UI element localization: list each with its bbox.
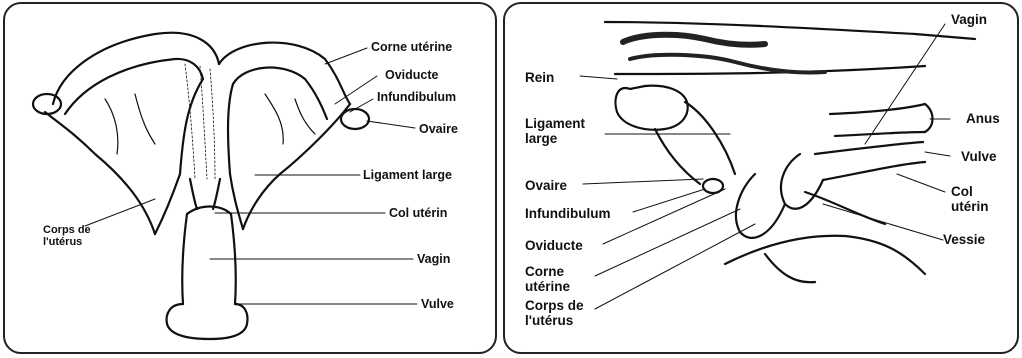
label-vulve: Vulve [961,149,997,164]
label-rein: Rein [525,70,554,85]
label-oviducte: Oviducte [525,238,583,253]
label-ligament-large: Ligament large [363,168,452,182]
label-ovaire: Ovaire [419,122,458,136]
label-vessie: Vessie [943,232,985,247]
label-vulve: Vulve [421,297,454,311]
label-vagin: Vagin [417,252,450,266]
label-infundibulum: Infundibulum [377,90,456,104]
label-ligament-large: Ligament large [525,116,585,146]
label-infundibulum: Infundibulum [525,206,610,221]
label-corps-uterus: Corps de l'utérus [525,298,584,328]
label-vagin: Vagin [951,12,987,27]
label-col-uterin: Col utérin [389,206,447,220]
label-corne-uterine: Corne utérine [525,264,570,294]
label-ovaire: Ovaire [525,178,567,193]
label-oviducte: Oviducte [385,68,439,82]
label-anus: Anus [966,111,1000,126]
label-corps-uterus: Corps de l'utérus [43,224,91,248]
label-corne-uterine: Corne utérine [371,40,452,54]
label-col-uterin: Col utérin [951,184,989,214]
right-diagram-panel: Vagin Rein Ligament large Anus Vulve Ova… [503,2,1019,354]
left-diagram-panel: Corne utérine Oviducte Infundibulum Ovai… [3,2,497,354]
